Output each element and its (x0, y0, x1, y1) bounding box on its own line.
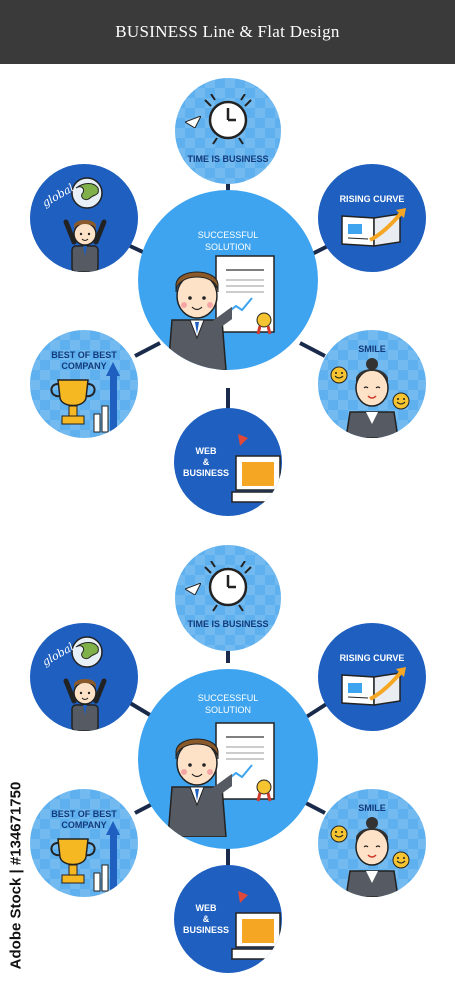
growth-arrow-icon (93, 821, 120, 892)
time-is-business-circle: TIME IS BUSINESS (175, 545, 281, 651)
businessman-presenting-icon (167, 271, 232, 370)
best-of-best-line2: COMPANY (61, 820, 107, 830)
alarm-clock-icon (204, 94, 252, 145)
web-business-line3: BUSINESS (182, 925, 229, 935)
best-of-best-line1: BEST OF BEST (51, 350, 117, 360)
paper-plane-icon (185, 583, 201, 595)
rising-curve-label: RISING CURVE (339, 653, 405, 663)
businessman-presenting-icon (167, 738, 232, 837)
page-title: BUSINESS Line & Flat Design (115, 22, 340, 41)
page-header: BUSINESS Line & Flat Design (0, 0, 455, 64)
successful-solution-line1: SUCCESSFUL (197, 230, 259, 240)
best-of-best-circle: BEST OF BEST COMPANY (30, 789, 138, 897)
web-business-circle: WEB & BUSINESS (174, 408, 282, 516)
best-of-best-line1: BEST OF BEST (51, 809, 117, 819)
web-business-line1: WEB (195, 903, 217, 913)
web-business-line2: & (202, 457, 210, 467)
rising-curve-circle: RISING CURVE (318, 623, 426, 731)
paper-plane-icon (185, 116, 201, 128)
smile-circle: SMILE (318, 789, 426, 897)
web-business-circle: WEB & BUSINESS (174, 865, 282, 973)
web-business-line1: WEB (195, 446, 217, 456)
businesswoman-icon (345, 817, 399, 897)
successful-solution-circle: SUCCESSFUL SOLUTION (138, 190, 318, 370)
web-business-line3: BUSINESS (182, 468, 229, 478)
stock-id-text: Adobe Stock | #134671750 (7, 781, 25, 969)
smile-label: SMILE (358, 803, 386, 813)
stock-id-watermark: Adobe Stock | #134671750 (6, 770, 26, 980)
global-circle: global (30, 623, 138, 731)
rising-chart-book-icon (341, 667, 406, 706)
time-is-business-label: TIME IS BUSINESS (187, 619, 269, 629)
businesswoman-icon (345, 358, 399, 438)
smiley-emoji-icon (330, 825, 348, 843)
smiley-emoji-icon (392, 851, 410, 869)
web-browser-icon (231, 891, 282, 960)
businessman-cheering-icon (63, 219, 107, 272)
businessman-cheering-icon (63, 678, 107, 731)
alarm-clock-icon (204, 561, 252, 612)
rising-chart-book-icon (341, 208, 406, 247)
globe-icon (71, 177, 103, 209)
global-circle: global (30, 164, 138, 272)
web-browser-icon (231, 434, 282, 503)
time-is-business-label: TIME IS BUSINESS (187, 154, 269, 164)
growth-arrow-icon (93, 362, 120, 433)
time-is-business-circle: TIME IS BUSINESS (175, 78, 281, 184)
rising-curve-circle: RISING CURVE (318, 164, 426, 272)
trophy-icon (50, 379, 96, 425)
successful-solution-line2: SOLUTION (204, 242, 251, 252)
successful-solution-line2: SOLUTION (204, 705, 251, 715)
rising-curve-label: RISING CURVE (339, 194, 405, 204)
trophy-icon (50, 838, 96, 884)
smiley-emoji-icon (330, 366, 348, 384)
best-of-best-line2: COMPANY (61, 361, 107, 371)
globe-icon (71, 636, 103, 668)
successful-solution-circle: SUCCESSFUL SOLUTION (138, 669, 318, 849)
smiley-emoji-icon (392, 392, 410, 410)
successful-solution-line1: SUCCESSFUL (197, 693, 259, 703)
smile-label: SMILE (358, 344, 386, 354)
infographic-set-1: TIME IS BUSINESS global RISING CURVE (0, 78, 455, 518)
best-of-best-circle: BEST OF BEST COMPANY (30, 330, 138, 438)
smile-circle: SMILE (318, 330, 426, 438)
infographic-set-2: TIME IS BUSINESS global RISING CURVE (0, 545, 455, 985)
web-business-line2: & (202, 914, 210, 924)
